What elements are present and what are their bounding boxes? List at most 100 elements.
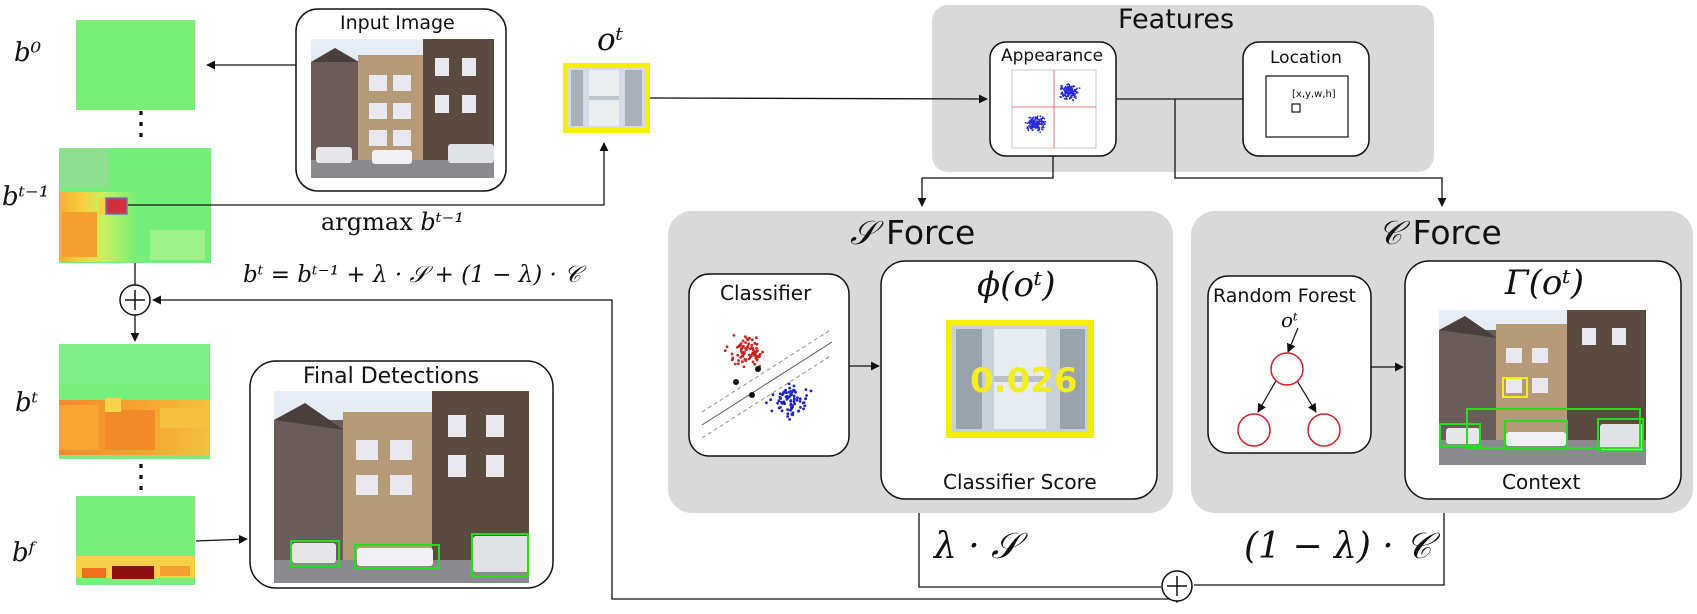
scatter-dot [1075,91,1078,93]
scatter-dot [804,388,808,391]
scatter-dot [753,362,757,366]
scatter-dot [1042,120,1045,123]
c-force-title: 𝒞 Force [1378,213,1502,253]
input-image-photo [311,39,494,178]
scatter-dot [750,338,754,342]
appearance-title: Appearance [1001,46,1104,66]
location-title: Location [1270,48,1342,68]
scatter-dot [1069,87,1072,90]
scatter-dot [778,392,782,396]
location-box-label: [x,y,w,h] [1292,89,1336,100]
scatter-dot [1032,124,1035,126]
scatter-dot [750,343,754,347]
context-caption: Context [1502,470,1581,494]
scatter-dot [779,397,783,400]
phi-title: ϕ(oᵗ) [977,265,1056,305]
final-detections-photo [274,391,529,583]
scatter-dot [1036,124,1038,127]
scatter-dot [1031,119,1034,121]
scatter-dot [1024,121,1027,124]
scatter-dot [1069,95,1072,97]
scatter-dot [733,362,737,366]
scatter-dot [1042,116,1044,119]
scatter-dot [1065,92,1068,95]
scatter-dot [1036,120,1038,123]
scatter-dot [1041,125,1044,128]
update-equation: bᵗ = bᵗ⁻¹ + λ · 𝒮 + (1 − λ) · 𝒞 [243,262,581,288]
scatter-dot [744,341,747,344]
scatter-dot [793,389,796,392]
scatter-dot [1061,93,1063,95]
scatter-dot [770,409,774,413]
scatter-dot [1069,92,1072,94]
scatter-dot [742,365,746,369]
scatter-dot [797,409,800,413]
scatter-dot [746,345,750,349]
scatter-dot [725,345,729,349]
scatter-dot [787,382,791,386]
scatter-dot [742,351,746,355]
scatter-dot [1040,128,1043,131]
scatter-dot [1060,86,1063,89]
update-eq-c: 𝒞 [564,262,581,288]
scatter-dot [753,349,756,353]
scatter-dot [1064,93,1067,96]
scatter-dot [781,402,784,405]
scatter-dot [1073,85,1076,88]
scatter-dot [755,347,758,350]
scatter-dot [736,345,739,349]
scatter-dot [1072,98,1074,101]
scatter-dot [730,352,734,356]
scatter-dot [753,341,757,345]
label-bF: bᶠ [12,538,35,568]
scatter-dot [1063,88,1066,90]
context-detection-boxes [1439,377,1644,452]
context-photo [1439,310,1646,465]
scatter-dot [1062,95,1065,98]
scatter-dot [769,398,773,402]
ellipsis-bottom: ⋮ [125,457,157,495]
scatter-dot [1063,97,1066,100]
scatter-dot [788,418,791,421]
scatter-dot [802,401,806,404]
scatter-dot [789,406,793,410]
scatter-dot [756,349,759,353]
label-bt-minus-1: bᵗ⁻¹ [2,182,50,212]
scatter-dot [751,346,755,350]
random-forest-title: Random Forest [1213,285,1357,307]
scatter-dot [730,358,734,362]
scatter-dot [792,400,796,404]
belief-map-bt [59,344,210,459]
scatter-dot [809,389,813,393]
s-weight-label: λ · 𝒮 [934,526,1019,568]
c-weight-symbol: 𝒞 [1405,526,1432,567]
scatter-dot [788,386,792,390]
scatter-dot [755,336,758,340]
scatter-dot [799,406,802,409]
scatter-dot [777,399,781,403]
scatter-dot [789,399,793,403]
scatter-dot [1066,87,1069,89]
scatter-dot [792,398,796,401]
scatter-dot [1038,126,1041,129]
classifier-score-patch [946,320,1094,438]
scatter-dot [776,401,779,405]
scatter-dot [732,334,736,337]
argmax-label: argmax bᵗ⁻¹ [321,208,464,236]
scatter-dot [736,362,740,366]
input-image-title: Input Image [340,12,455,34]
scatter-dot [1031,117,1033,120]
scatter-dot [742,344,745,348]
scatter-dot [791,404,794,407]
scatter-dot [1070,90,1073,93]
final-detection-boxes [290,533,529,577]
scatter-dot [1065,95,1068,98]
scatter-dot [1043,117,1046,120]
scatter-dot [1066,83,1068,86]
scatter-dot [1032,121,1035,124]
scatter-dot [758,352,762,356]
update-eq-mid: + (1 − λ) · [427,262,565,288]
scatter-dot [1042,124,1045,127]
scatter-dot [748,347,752,351]
